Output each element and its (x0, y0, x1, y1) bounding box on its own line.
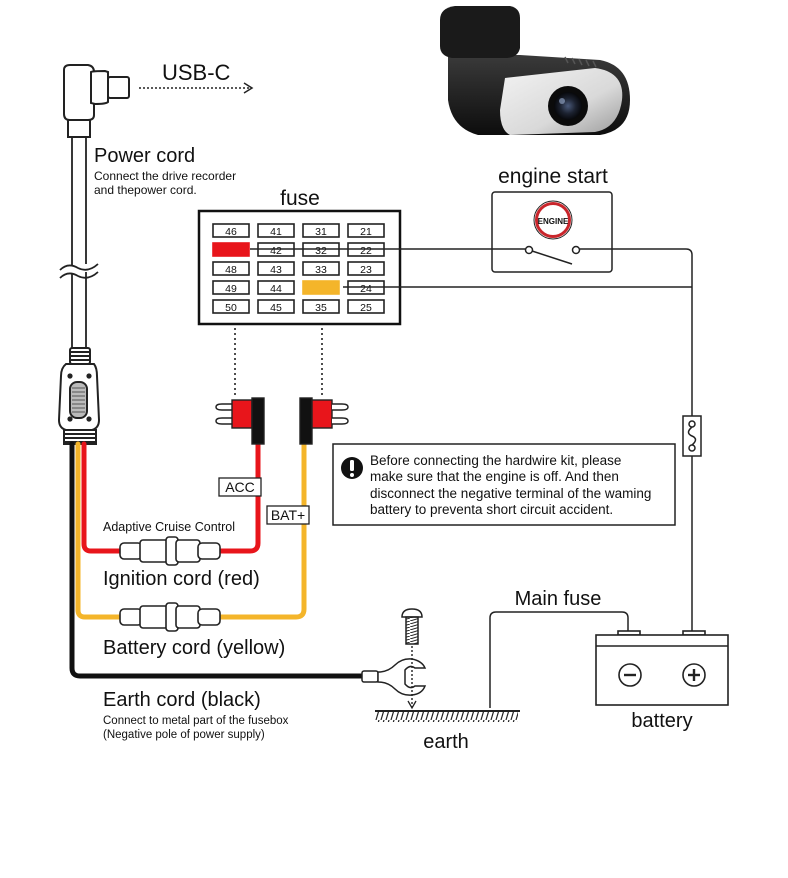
acc-tag: ACC (218, 477, 262, 497)
fuse-box-title: fuse (280, 187, 320, 210)
main-fuse-symbol-icon (682, 415, 702, 457)
warning-line3: disconnect the negative terminal of the … (370, 486, 651, 501)
fuse-slot-label: 32 (315, 245, 327, 257)
adaptive-cruise-label: Adaptive Cruise Control (103, 520, 235, 534)
screw-icon (401, 608, 423, 645)
usb-c-label: USB-C (162, 60, 231, 85)
fuse-slot-label: 49 (225, 283, 237, 295)
fuse-slot-41 (257, 223, 295, 238)
fuse-slot-label: 45 (270, 302, 282, 314)
earth-cord-label: Earth cord (black) (103, 689, 261, 711)
fuse-slot-25 (347, 299, 385, 314)
warning-box: Before connecting the hardwire kit, plea… (332, 443, 676, 526)
power-cord-desc-line2: and thepower cord. (94, 183, 197, 197)
ignition-cord-label: Ignition cord (red) (103, 568, 260, 590)
fuse-slot-label: 41 (270, 226, 282, 238)
fuse-slot-label: 31 (315, 226, 327, 238)
bat-tag: BAT+ (266, 505, 310, 525)
fuse-slot-label: 25 (360, 302, 372, 314)
warning-line1: Before connecting the hardwire kit, plea… (370, 453, 621, 468)
fuse-slot-label: 21 (360, 226, 372, 238)
fuse-slot-label: 42 (270, 245, 282, 257)
fuse-slot-label: 23 (360, 264, 372, 276)
power-cord-desc-line1: Connect the drive recorder (94, 169, 236, 183)
fuse-slot-31 (302, 223, 340, 238)
earth-cord-desc1: Connect to metal part of the fusebox (103, 715, 289, 727)
fuse-slot-43 (257, 261, 295, 276)
fuse-slot-label: 43 (270, 264, 282, 276)
fuse-slot-label: 50 (225, 302, 237, 314)
fuse-slot-acc-tap (212, 242, 250, 257)
main-fuse-label: Main fuse (515, 588, 602, 610)
power-cord-cable (59, 137, 99, 348)
usb-c-arrow (139, 82, 254, 94)
fuse-slot-49 (212, 280, 250, 295)
usb-c-plug-icon (63, 64, 130, 138)
fuse-grid: 46 41 31 21 42 32 22 48 43 33 23 49 44 24 50 45 35 25 (212, 223, 385, 314)
warning-line4: battery to preventa short circuit accide… (370, 502, 613, 517)
ground-symbol-icon (375, 710, 520, 722)
fuse-slot-label: 44 (270, 283, 282, 295)
fuse-slot-35 (302, 299, 340, 314)
warning-line2: make sure that the engine is off. And th… (370, 469, 619, 484)
ring-terminal-icon (361, 658, 427, 696)
fuse-slot-23 (347, 261, 385, 276)
fuse-slot-label: 48 (225, 264, 237, 276)
engine-badge-label: ENGINE (538, 217, 569, 226)
fuse-slot-label: 24 (360, 283, 372, 295)
dashcam-image (440, 6, 630, 135)
power-cord-title: Power cord (94, 145, 195, 167)
fuse-slot-label: 33 (315, 264, 327, 276)
circuit-lines (250, 248, 693, 708)
fuse-tap-bat (299, 397, 349, 445)
black-earth-wire (69, 441, 368, 679)
converter-box-icon (57, 347, 101, 445)
fuse-slot-33 (302, 261, 340, 276)
engine-start-title: engine start (498, 165, 608, 188)
fuse-slot-bat-tap (302, 280, 340, 295)
fuse-slot-21 (347, 223, 385, 238)
fuse-slot-50 (212, 299, 250, 314)
fuse-slot-label: 22 (360, 245, 372, 257)
fuse-tap-acc (215, 397, 265, 445)
fuse-slot-46 (212, 223, 250, 238)
earth-label: earth (423, 731, 469, 753)
earth-cord-desc2: (Negative pole of power supply) (103, 729, 265, 741)
fuse-slot-48 (212, 261, 250, 276)
fuse-slot-44 (257, 280, 295, 295)
inline-fuse-holder-yellow (119, 602, 221, 632)
bat-tag-label: BAT+ (271, 507, 305, 523)
fuse-slot-label: 35 (315, 302, 327, 314)
engine-switch-icon (524, 245, 581, 265)
acc-tag-label: ACC (225, 479, 255, 495)
fuse-slot-label: 46 (225, 226, 237, 238)
battery-icon (595, 630, 729, 706)
battery-label: battery (631, 710, 692, 732)
engine-badge-icon: ENGINE (533, 200, 573, 240)
inline-fuse-holder-red (119, 536, 221, 566)
fuse-slot-45 (257, 299, 295, 314)
battery-cord-label: Battery cord (yellow) (103, 637, 285, 659)
